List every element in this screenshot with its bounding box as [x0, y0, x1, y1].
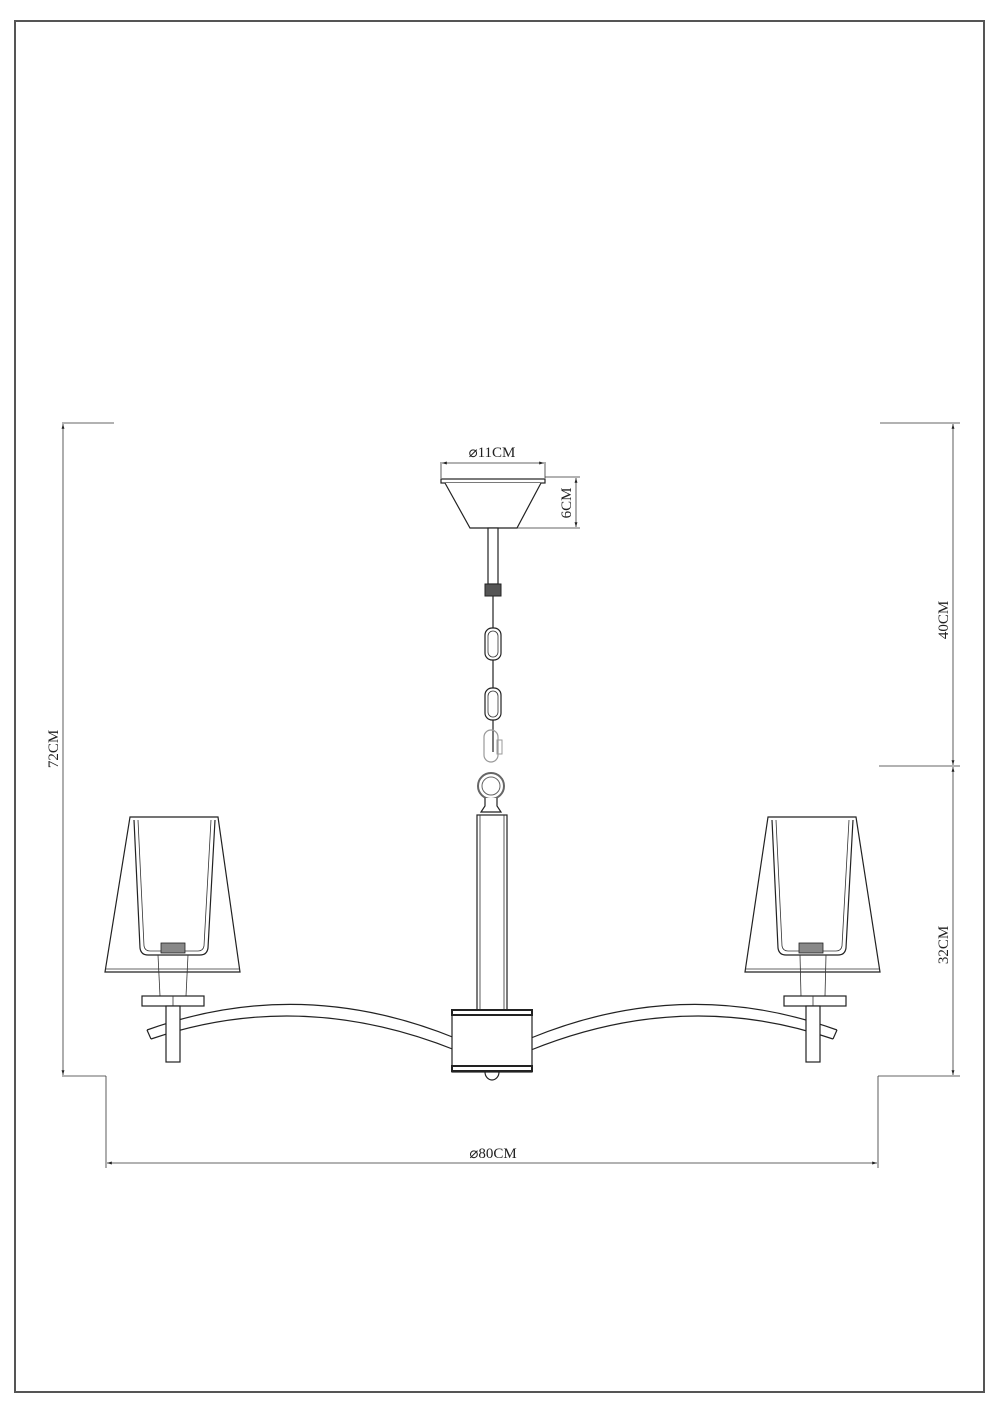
body-height-dimension: 32CM	[878, 767, 960, 1077]
canopy-height-label: 6CM	[559, 488, 575, 519]
left-lamp-shade	[104, 816, 241, 1063]
body-height-label: 32CM	[936, 926, 952, 964]
right-arm	[530, 1003, 838, 1051]
canopy-diameter-label: ⌀11CM	[469, 445, 516, 461]
overall-diameter-label: ⌀80CM	[469, 1146, 516, 1162]
total-height-label: 72CM	[46, 730, 62, 768]
canopy-diameter-dimension: ⌀11CM	[440, 445, 546, 478]
central-rod	[476, 814, 508, 1011]
right-lamp-shade	[744, 816, 881, 1063]
chain-length-label: 40CM	[936, 601, 952, 639]
suspension-chain	[477, 527, 505, 813]
drawing-frame	[14, 20, 985, 1393]
canopy	[440, 478, 546, 529]
total-height-dimension: 72CM	[46, 422, 114, 1077]
central-hub	[451, 1009, 533, 1081]
canopy-height-dimension: 6CM	[517, 476, 580, 529]
left-arm	[146, 1003, 456, 1051]
chain-length-dimension: 40CM	[879, 422, 960, 767]
overall-diameter-dimension: ⌀80CM	[105, 1076, 879, 1168]
